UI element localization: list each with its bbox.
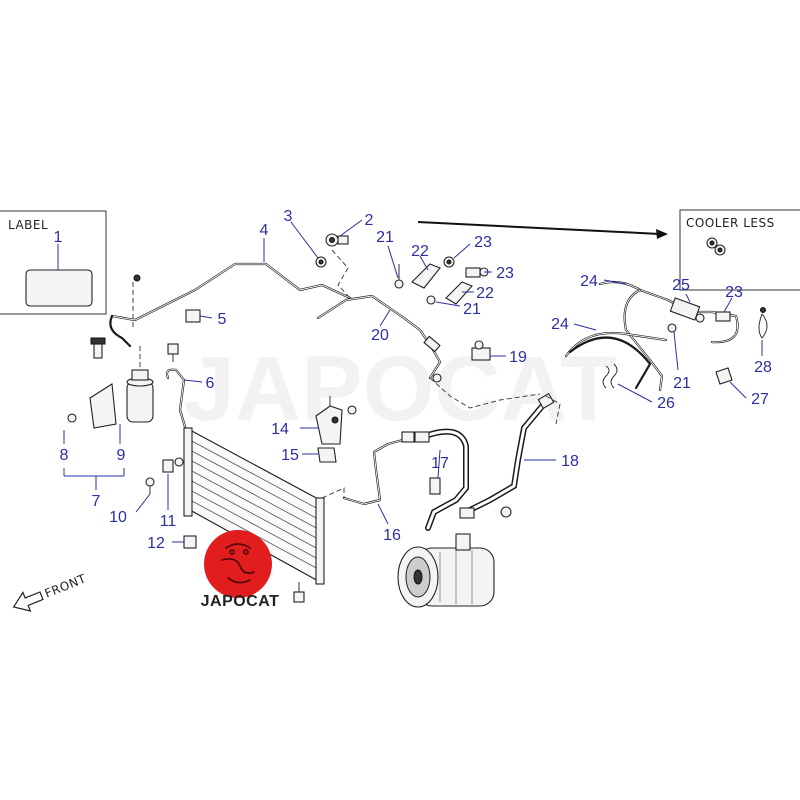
- callout-26: 26: [657, 395, 675, 412]
- callout-14: 14: [271, 421, 289, 438]
- bracket-8: [67, 383, 117, 429]
- cap-23-right: [715, 311, 731, 322]
- callout-25: 25: [672, 277, 690, 294]
- label-title: LABEL: [8, 218, 48, 232]
- bracket-14: [315, 405, 343, 445]
- japocat-logo-icon: [204, 530, 272, 598]
- callout-11: 11: [160, 513, 177, 530]
- bolt-10: [145, 477, 155, 494]
- bolt-bottom: [293, 582, 305, 603]
- callout-21-right: 21: [673, 375, 691, 392]
- callout-28: 28: [754, 359, 772, 376]
- bracket-15: [317, 447, 337, 463]
- callout-9: 9: [117, 447, 126, 464]
- callout-12: 12: [147, 535, 165, 552]
- compressor: [397, 533, 495, 608]
- front-label: FRONT: [43, 571, 89, 600]
- label-frame: [0, 210, 107, 315]
- cooler-less-section: COOLER LESS: [679, 209, 800, 291]
- bolt-21-mid: [426, 295, 436, 305]
- callout-8: 8: [60, 447, 69, 464]
- bolt-14-top: [329, 396, 357, 415]
- label-section: LABEL: [0, 210, 107, 315]
- pipe-4: [109, 262, 352, 348]
- pipe-20: [316, 294, 442, 383]
- pipe-6: [165, 368, 188, 432]
- callout-3: 3: [284, 208, 293, 225]
- callout-27: 27: [751, 391, 769, 408]
- bracket-11: [162, 457, 184, 473]
- condenser: [183, 427, 325, 585]
- callout-23-upper: 23: [474, 234, 492, 251]
- callout-24-lower: 24: [551, 316, 569, 333]
- cooler-less-title: COOLER LESS: [686, 216, 775, 230]
- callout-4: 4: [260, 222, 269, 239]
- callout-23-middle: 23: [496, 265, 514, 282]
- callout-15: 15: [281, 447, 299, 464]
- fitting-2: [325, 233, 349, 247]
- connector-25: [669, 297, 705, 323]
- callout-21-middle: 21: [463, 301, 481, 318]
- callout-10: 10: [109, 509, 127, 526]
- clamp-5: [185, 309, 213, 323]
- cap-23-upper: [443, 256, 455, 268]
- bracket-22-upper: [411, 263, 441, 289]
- hose-18: [459, 392, 555, 519]
- cut-mark-26: [602, 363, 618, 389]
- hose-17: [414, 428, 469, 531]
- callout-2: 2: [365, 212, 374, 229]
- pipe-16: [342, 431, 415, 506]
- callout-numbers: 1 2 3 4 5 6 7 8 9 10 11 12 14 15 16 17 1…: [54, 208, 772, 552]
- tie-28: [758, 307, 768, 339]
- callout-17: 17: [431, 455, 449, 472]
- cooler-less-frame: [679, 209, 800, 291]
- callout-21-upper: 21: [376, 229, 394, 246]
- bracket-22-lower: [445, 281, 473, 305]
- pipe-24-lower: [564, 331, 668, 390]
- callout-22-upper: 22: [411, 243, 429, 260]
- callout-24-upper: 24: [580, 273, 598, 290]
- mount-12: [183, 535, 197, 549]
- bolt-21-right: [667, 323, 677, 333]
- callout-23-right: 23: [725, 284, 743, 301]
- callout-5: 5: [218, 311, 227, 328]
- bolt-21-upper: [394, 264, 404, 289]
- bolt-top: [167, 343, 179, 362]
- front-arrow-icon: [12, 591, 44, 612]
- label-sticker: [25, 269, 93, 307]
- logo-text: JAPOCAT: [201, 593, 280, 610]
- callout-22-lower: 22: [476, 285, 494, 302]
- switch-19: [471, 340, 491, 361]
- japocat-logo: JAPOCAT: [201, 530, 280, 610]
- callout-20: 20: [371, 327, 389, 344]
- callout-6: 6: [206, 375, 215, 392]
- leader-lines: [63, 219, 763, 543]
- cooler-less-arrow: [417, 221, 668, 239]
- pressure-switch: [90, 337, 106, 359]
- receiver-drier-9: [126, 346, 154, 423]
- callout-7: 7: [92, 493, 101, 510]
- callout-18: 18: [561, 453, 579, 470]
- callout-19: 19: [509, 349, 527, 366]
- callout-1: 1: [54, 229, 63, 246]
- callout-16: 16: [383, 527, 401, 544]
- front-indicator: FRONT: [12, 571, 89, 612]
- watermark-text: JAPOCAT: [184, 338, 617, 440]
- clip-27: [715, 367, 733, 385]
- cap-icon: [706, 237, 726, 256]
- fitting-3: [315, 256, 327, 268]
